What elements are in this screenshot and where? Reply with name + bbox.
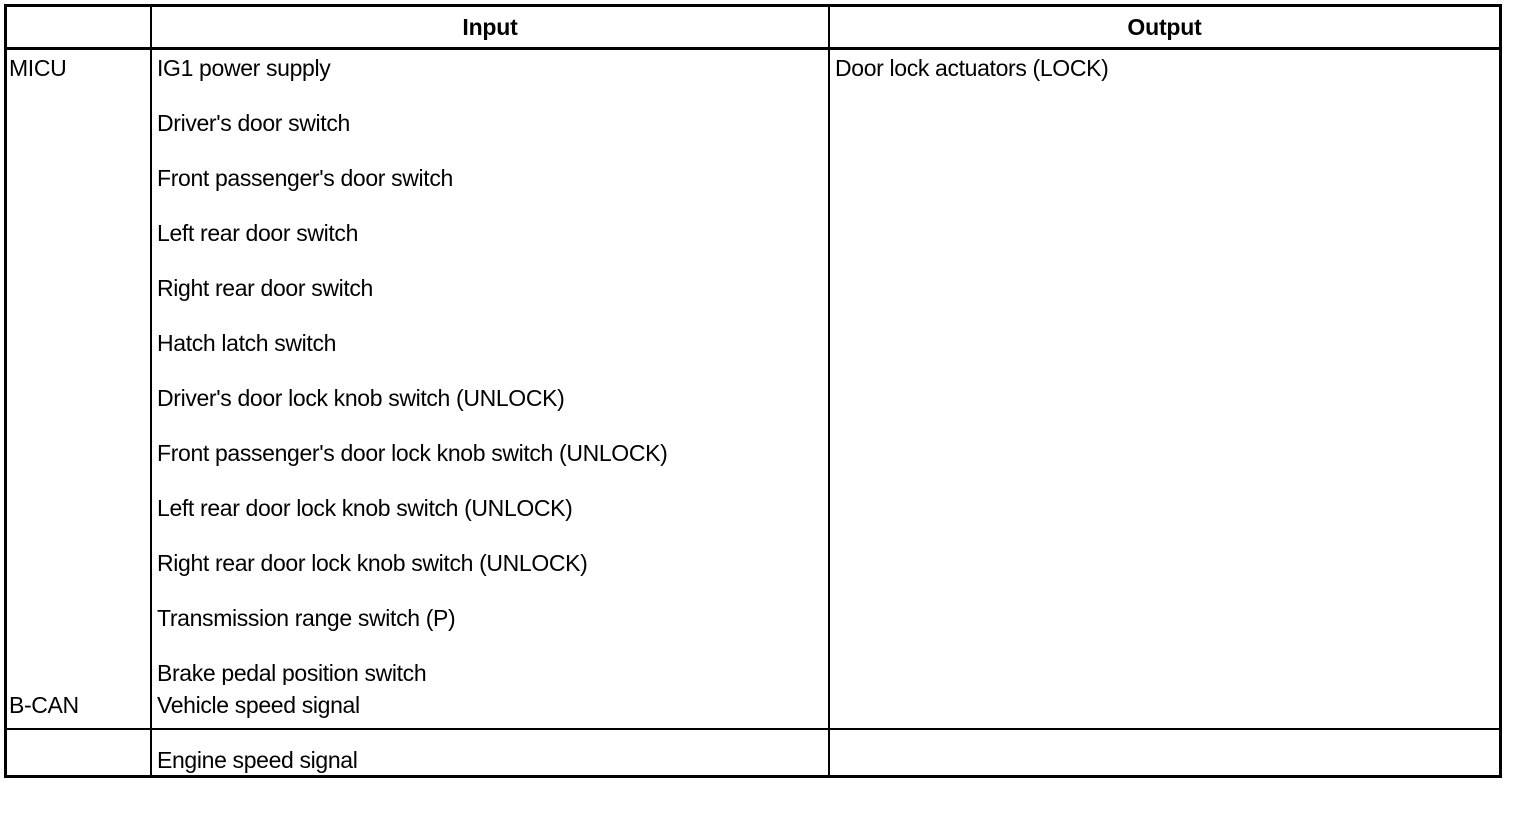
source-label: MICU bbox=[9, 55, 67, 81]
list-item: Vehicle speed signal bbox=[157, 692, 360, 718]
page-root: Input Output MICU IG1 power supply Drive… bbox=[4, 4, 1502, 778]
list-item: Driver's door lock knob switch (UNLOCK) bbox=[157, 385, 565, 411]
list-item: Brake pedal position switch bbox=[157, 660, 427, 685]
list-item: Driver's door switch bbox=[157, 110, 350, 136]
column-divider-source-input bbox=[150, 7, 152, 775]
list-item: Right rear door switch bbox=[157, 275, 373, 301]
table-header-row: Input Output bbox=[7, 7, 1499, 47]
list-item: Right rear door lock knob switch (UNLOCK… bbox=[157, 550, 588, 576]
list-item: Hatch latch switch bbox=[157, 330, 337, 356]
header-cell-input: Input bbox=[462, 13, 518, 40]
table-body: MICU IG1 power supply Driver's door swit… bbox=[7, 50, 1499, 775]
cell-output-bcan bbox=[830, 687, 1499, 821]
list-item: Engine speed signal bbox=[157, 747, 358, 773]
list-item: Front passenger's door lock knob switch … bbox=[157, 440, 668, 466]
input-output-table: Input Output MICU IG1 power supply Drive… bbox=[4, 4, 1502, 778]
list-item: Left rear door switch bbox=[157, 220, 359, 246]
table-grid: Input Output MICU IG1 power supply Drive… bbox=[7, 7, 1499, 775]
list-item: Front passenger's door switch bbox=[157, 165, 453, 191]
list-item: Transmission range switch (P) bbox=[157, 605, 456, 631]
cell-input-micu: IG1 power supply Driver's door switch Fr… bbox=[152, 50, 828, 685]
header-cell-blank bbox=[7, 7, 150, 47]
list-item: Door lock actuators (LOCK) bbox=[835, 55, 1109, 81]
header-divider bbox=[7, 47, 1499, 50]
cell-source-bcan: B-CAN bbox=[7, 687, 150, 821]
list-item: IG1 power supply bbox=[157, 55, 331, 81]
table-row: B-CAN Vehicle speed signal Engine speed … bbox=[7, 687, 1499, 821]
cell-output-micu: Door lock actuators (LOCK) bbox=[830, 50, 1499, 685]
column-divider-input-output bbox=[828, 7, 830, 775]
header-cell-output: Output bbox=[1127, 13, 1202, 40]
row-divider bbox=[7, 728, 1499, 730]
cell-input-bcan: Vehicle speed signal Engine speed signal bbox=[152, 687, 828, 821]
source-label: B-CAN bbox=[9, 692, 79, 718]
list-item: Left rear door lock knob switch (UNLOCK) bbox=[157, 495, 573, 521]
table-row: MICU IG1 power supply Driver's door swit… bbox=[7, 50, 1499, 685]
cell-source-micu: MICU bbox=[7, 50, 150, 685]
